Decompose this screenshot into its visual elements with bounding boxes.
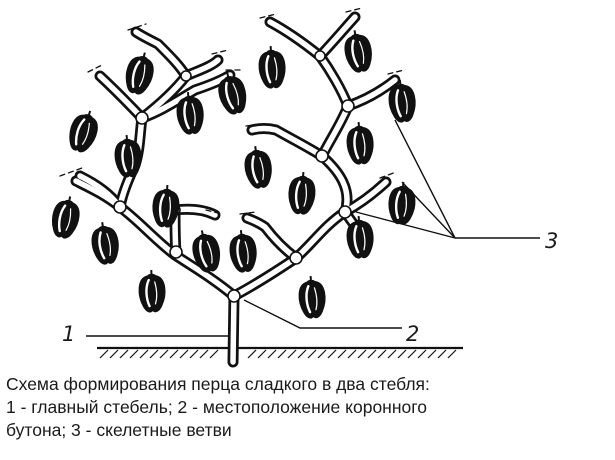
caption-line-2: 1 - главный стебель; 2 - местоположение … <box>6 397 427 417</box>
plant-stems <box>59 7 405 368</box>
leader-lines <box>86 119 540 337</box>
caption: Схема формирования перца сладкого в два … <box>6 373 606 442</box>
label-main-stem: 1 <box>62 322 75 346</box>
caption-line-1: Схема формирования перца сладкого в два … <box>6 374 430 394</box>
label-skeletal-branches: 3 <box>545 229 558 253</box>
pepper-diagram: 1 2 3 <box>47 7 558 368</box>
ground-line <box>97 346 463 359</box>
caption-line-3: бутона; 3 - скелетные ветви <box>6 420 232 440</box>
label-crown-bud: 2 <box>406 322 419 346</box>
